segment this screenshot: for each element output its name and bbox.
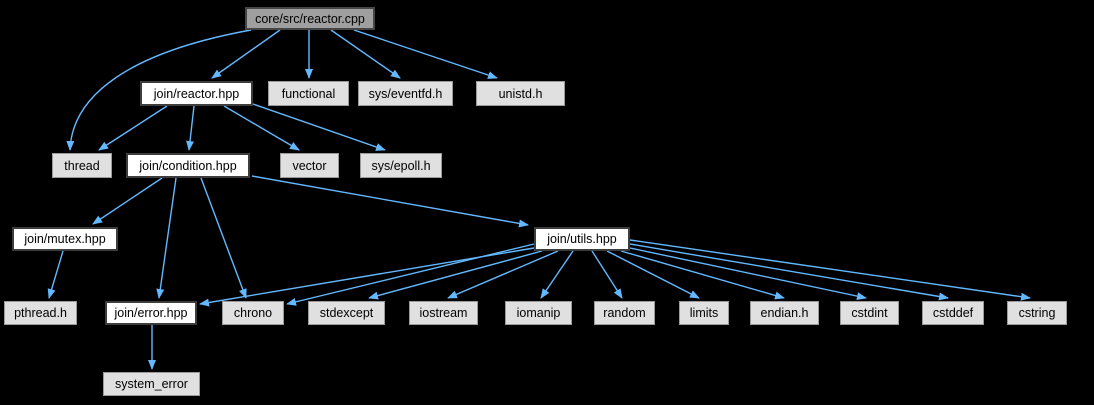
node-mutex-hpp[interactable]: join/mutex.hpp	[12, 227, 118, 251]
node-reactor-cpp: core/src/reactor.cpp	[245, 7, 375, 30]
edge-utils_hpp-cstdint	[629, 247, 867, 301]
node-chrono: chrono	[222, 301, 284, 325]
node-sys-eventfd-h: sys/eventfd.h	[358, 81, 453, 106]
edge-condition_hpp-mutex_hpp	[92, 177, 163, 225]
node-stdexcept: stdexcept	[308, 301, 385, 325]
node-sys-epoll-h: sys/epoll.h	[360, 153, 442, 178]
edge-utils_hpp-iostream	[447, 250, 559, 299]
node-error-hpp[interactable]: join/error.hpp	[105, 301, 197, 325]
edge-utils_hpp-cstring	[629, 239, 1031, 301]
edge-utils_hpp-stdexcept	[368, 250, 543, 300]
edge-reactor_cpp-thread	[66, 29, 252, 151]
node-limits: limits	[679, 301, 729, 325]
edge-condition_hpp-utils_hpp	[251, 175, 529, 228]
edge-reactor_cpp-reactor_hpp	[211, 29, 281, 79]
node-cstdint: cstdint	[840, 301, 899, 325]
edge-reactor_cpp-unistd_h	[353, 29, 498, 79]
node-thread: thread	[52, 153, 112, 178]
edge-utils_hpp-chrono	[286, 243, 535, 306]
edge-mutex_hpp-pthread_h	[47, 250, 64, 299]
edge-reactor_hpp-sys_epoll_h	[252, 103, 386, 151]
edge-reactor_hpp-thread	[98, 105, 168, 151]
edge-reactor_hpp-vector	[223, 105, 300, 151]
node-iostream: iostream	[409, 301, 478, 325]
edge-utils_hpp-cstddef	[629, 243, 949, 301]
node-condition-hpp[interactable]: join/condition.hpp	[126, 153, 250, 178]
node-unistd-h: unistd.h	[476, 81, 565, 106]
node-reactor-hpp[interactable]: join/reactor.hpp	[140, 81, 253, 106]
edge-utils_hpp-endian_h	[620, 250, 785, 300]
edge-utils_hpp-random	[591, 250, 623, 299]
node-endian-h: endian.h	[750, 301, 819, 325]
node-cstring: cstring	[1007, 301, 1067, 325]
edge-condition_hpp-chrono	[200, 177, 247, 299]
node-system-error: system_error	[103, 372, 200, 396]
node-pthread-h: pthread.h	[4, 301, 77, 325]
edge-reactor_cpp-sys_eventfd_h	[330, 29, 401, 79]
node-iomanip: iomanip	[505, 301, 572, 325]
edge-reactor_hpp-condition_hpp	[186, 105, 195, 151]
edge-utils_hpp-iomanip	[540, 250, 574, 299]
node-cstddef: cstddef	[922, 301, 984, 325]
edge-condition_hpp-error_hpp	[156, 177, 177, 299]
node-functional: functional	[268, 81, 349, 106]
edge-utils_hpp-limits	[606, 250, 700, 299]
node-vector: vector	[280, 153, 339, 178]
node-random: random	[594, 301, 655, 325]
node-utils-hpp[interactable]: join/utils.hpp	[534, 227, 630, 251]
